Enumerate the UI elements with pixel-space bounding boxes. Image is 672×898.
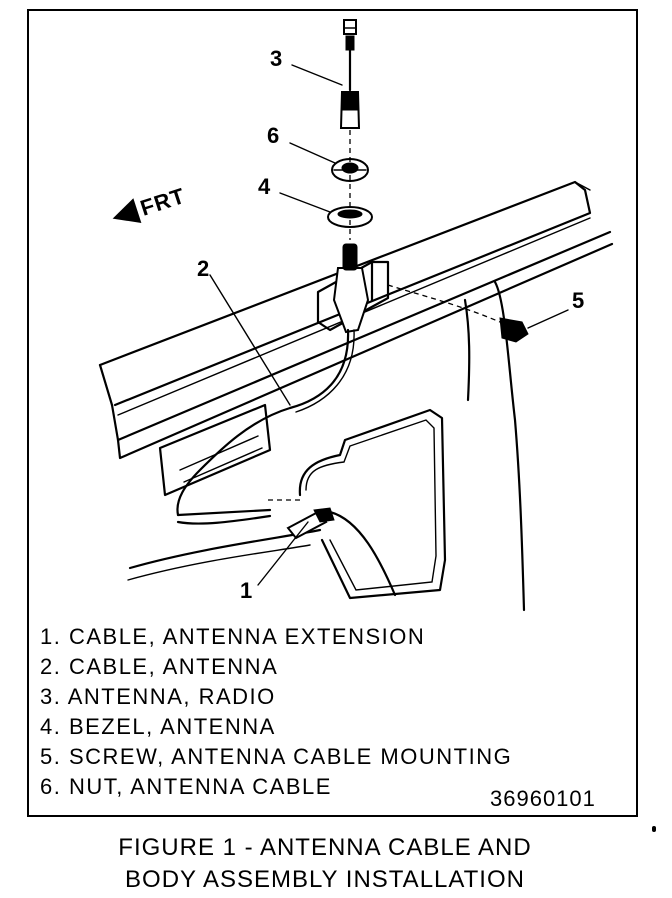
legend-item: 5. SCREW, ANTENNA CABLE MOUNTING — [40, 744, 513, 769]
scan-speck — [652, 826, 656, 832]
antenna-base — [332, 243, 370, 334]
legend-item: 4. BEZEL, ANTENNA — [40, 714, 276, 739]
callout-1: 1 — [240, 578, 253, 603]
caption-line-1: FIGURE 1 - ANTENNA CABLE AND — [118, 834, 532, 861]
antenna-mast — [339, 19, 361, 240]
figure-caption: FIGURE 1 - ANTENNA CABLE AND BODY ASSEMB… — [0, 832, 650, 896]
mounting-bracket — [316, 260, 390, 332]
caption-line-2: BODY ASSEMBLY INSTALLATION — [125, 866, 525, 893]
callout-leaders — [209, 64, 569, 586]
antenna-cable — [158, 328, 355, 525]
figure-number: 36960101 — [490, 786, 596, 811]
antenna-extension-cable — [286, 408, 447, 600]
legend-item: 2. CABLE, ANTENNA — [40, 654, 279, 679]
parts-legend: 1. CABLE, ANTENNA EXTENSION 2. CABLE, AN… — [40, 622, 512, 802]
callout-2: 2 — [197, 256, 210, 281]
callout-4: 4 — [258, 174, 271, 199]
legend-item: 6. NUT, ANTENNA CABLE — [40, 774, 332, 799]
front-direction-label: FRT — [137, 182, 189, 221]
legend-item: 3. ANTENNA, RADIO — [40, 684, 276, 709]
roof-panel — [98, 180, 614, 460]
callout-3: 3 — [270, 46, 283, 71]
legend-item: 1. CABLE, ANTENNA EXTENSION — [40, 624, 426, 649]
mounting-screw — [387, 284, 529, 343]
diagram-frame — [27, 9, 638, 817]
callout-6: 6 — [267, 123, 280, 148]
callout-5: 5 — [572, 288, 585, 313]
